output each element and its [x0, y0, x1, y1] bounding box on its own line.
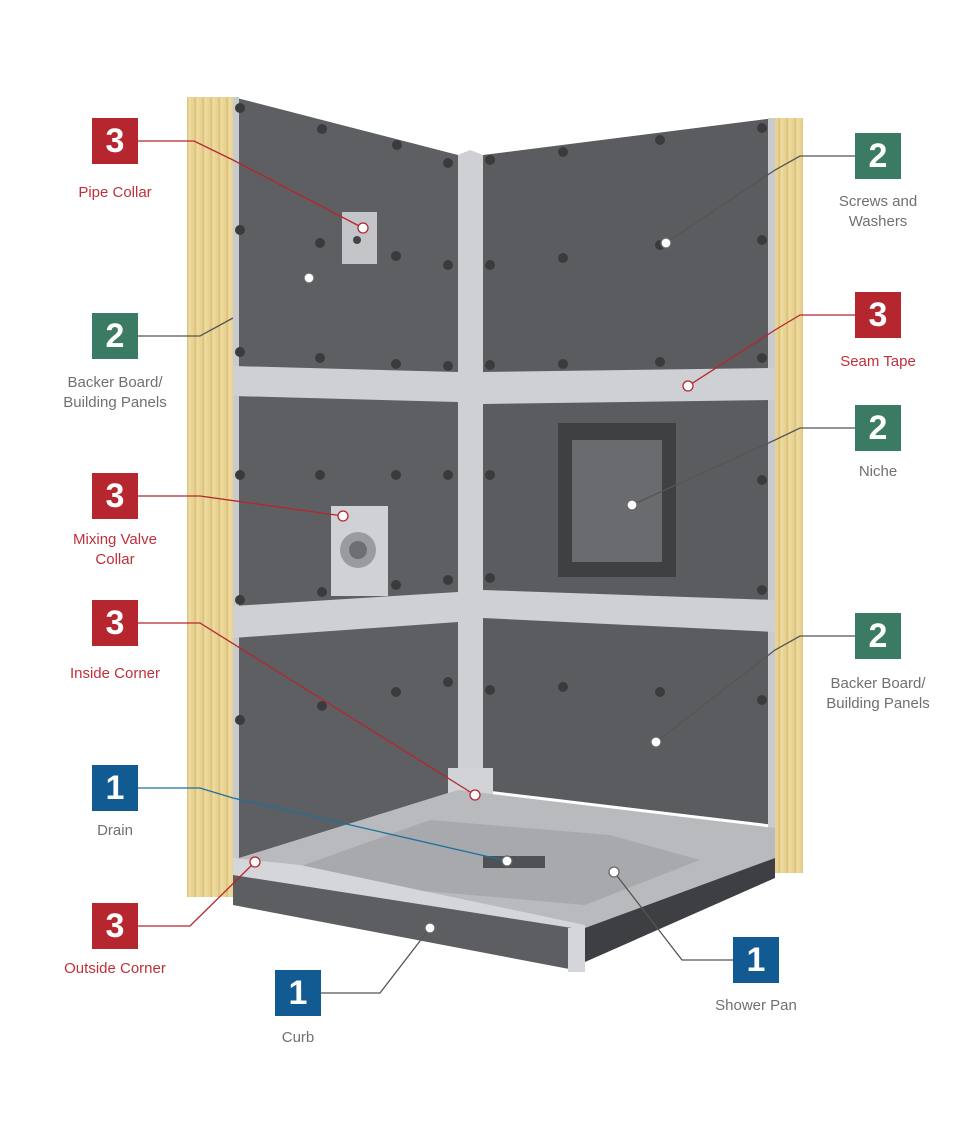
left-wall-panel	[233, 97, 458, 860]
callout-dots	[249, 222, 694, 868]
inside-corner-seam	[458, 150, 483, 790]
screw-heads	[235, 103, 767, 725]
callout-label: Drain	[97, 822, 133, 839]
callout-badge-3: 3	[92, 600, 138, 646]
callout-label: Screws and Washers	[838, 193, 918, 230]
callout-badge-1: 1	[92, 765, 138, 811]
seam-tape-left-upper	[233, 366, 458, 402]
right-wood-stud	[775, 118, 803, 873]
callout-label: Curb	[281, 1029, 315, 1046]
callout-label: Seam Tape	[840, 353, 916, 370]
callout-badge-1: 1	[733, 937, 779, 983]
callout-label: Backer Board/ Building Panels	[826, 675, 930, 712]
callout-badge-3: 3	[92, 473, 138, 519]
callout-badge-2: 2	[855, 613, 901, 659]
leader-lines	[138, 140, 855, 994]
callout-badge-3: 3	[92, 903, 138, 949]
callout-label: Niche	[858, 463, 898, 480]
callout-badge-2: 2	[855, 133, 901, 179]
callout-label: Mixing Valve Collar	[73, 531, 157, 568]
callout-badge-2: 2	[92, 313, 138, 359]
callout-label: Backer Board/ Building Panels	[63, 374, 167, 411]
callout-badge-3: 3	[92, 118, 138, 164]
seam-tape-right-lower	[483, 590, 775, 632]
callout-label: Inside Corner	[69, 665, 161, 682]
callout-label: Outside Corner	[64, 960, 166, 977]
callout-label: Pipe Collar	[78, 184, 152, 201]
seam-tape-right-upper	[483, 368, 775, 404]
callout-label: Shower Pan	[715, 997, 797, 1014]
callout-badge-2: 2	[855, 405, 901, 451]
callout-badge-1: 1	[275, 970, 321, 1016]
callout-badge-3: 3	[855, 292, 901, 338]
curb	[233, 872, 585, 972]
seam-tape-left-lower	[233, 592, 458, 638]
